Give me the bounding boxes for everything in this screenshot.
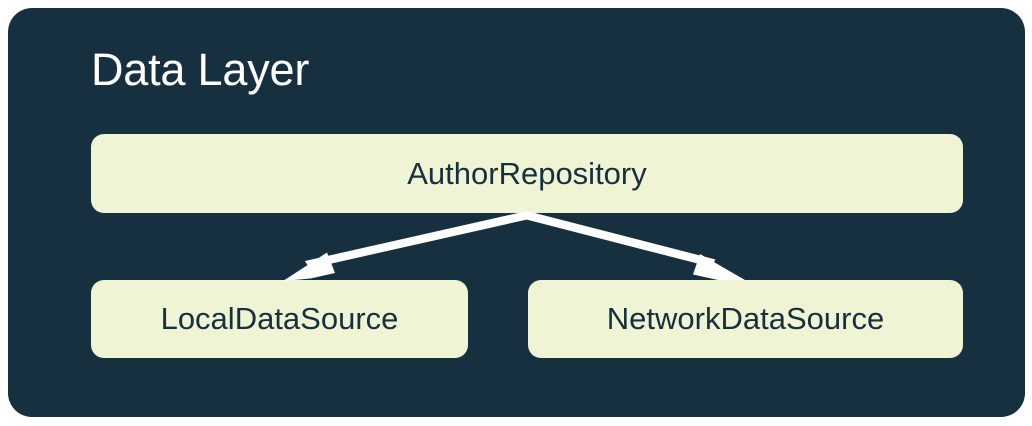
node-network-data-source[interactable]: NetworkDataSource [528, 280, 963, 358]
node-author-repository[interactable]: AuthorRepository [91, 134, 963, 213]
node-label-network-data-source: NetworkDataSource [606, 301, 885, 336]
layer-title: Data Layer [91, 44, 310, 95]
node-local-data-source[interactable]: LocalDataSource [91, 280, 468, 358]
node-label-author-repository: AuthorRepository [407, 155, 647, 191]
node-label-local-data-source: LocalDataSource [160, 301, 399, 336]
